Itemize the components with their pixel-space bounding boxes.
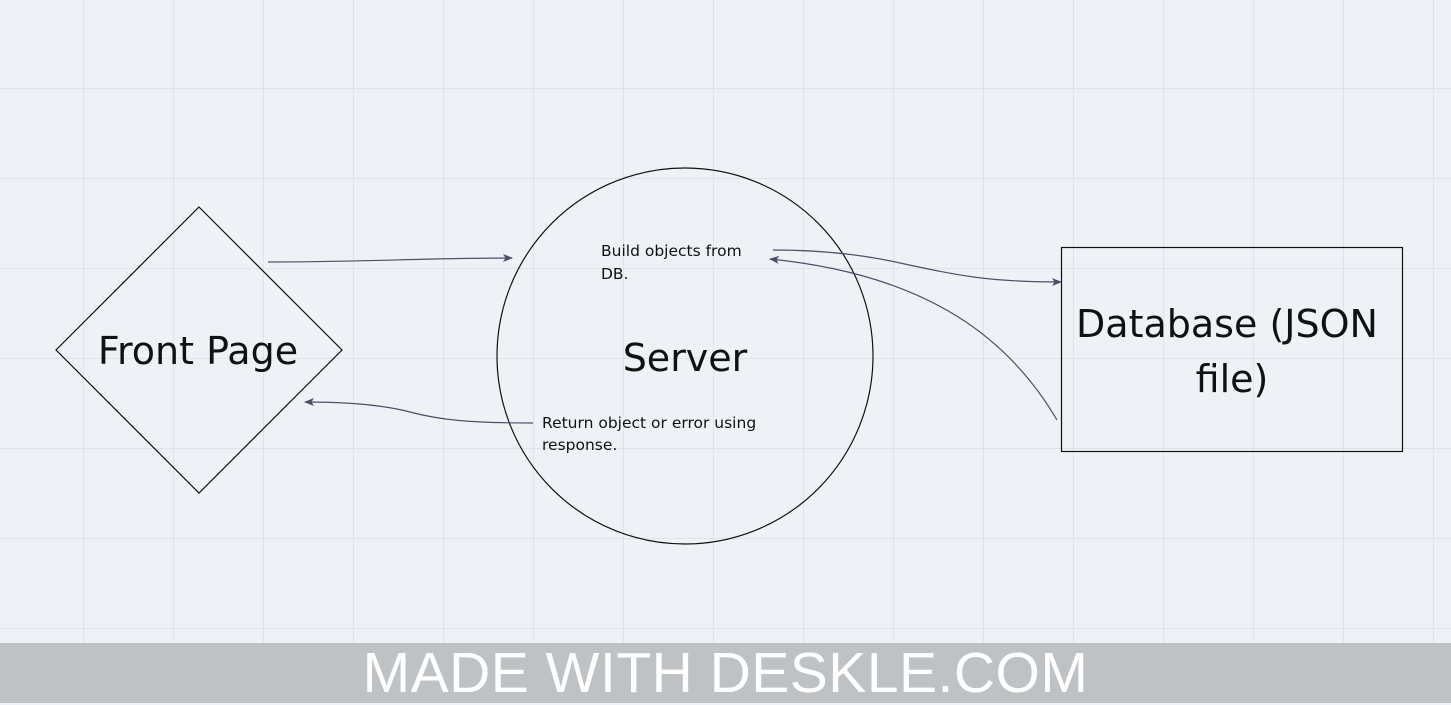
watermark-banner: MADE WITH DESKLE.COM — [0, 643, 1451, 703]
return-note-line2: response. — [542, 436, 617, 454]
server-label: Server — [623, 336, 748, 380]
database-node[interactable]: Database (JSON file) — [1060, 246, 1404, 453]
front-page-label: Front Page — [98, 329, 298, 373]
edge-server-to-front-page[interactable] — [304, 398, 534, 424]
front-page-node[interactable]: Front Page — [55, 206, 343, 494]
server-circle — [496, 167, 874, 545]
database-label-line2: file) — [1196, 357, 1269, 401]
build-note-line1: Build objects from — [601, 242, 742, 260]
edge-database-to-server[interactable] — [769, 255, 1058, 421]
build-objects-note: Build objects from DB. — [601, 242, 742, 283]
edge-server-to-database[interactable] — [772, 249, 1062, 286]
watermark-text: MADE WITH DESKLE.COM — [362, 641, 1089, 705]
return-note-line1: Return object or error using — [542, 414, 756, 432]
flow-diagram: Front Page Server Database (JSON file) B… — [55, 167, 1404, 545]
edge-front-page-to-server[interactable] — [267, 254, 513, 263]
database-label-line1: Database (JSON — [1076, 302, 1378, 346]
database-rect — [1060, 246, 1404, 453]
return-object-note: Return object or error using response. — [542, 414, 756, 454]
server-node[interactable]: Server — [496, 167, 874, 545]
diagram-canvas — [0, 0, 1451, 643]
front-page-diamond — [55, 206, 343, 494]
build-note-line2: DB. — [601, 265, 629, 283]
